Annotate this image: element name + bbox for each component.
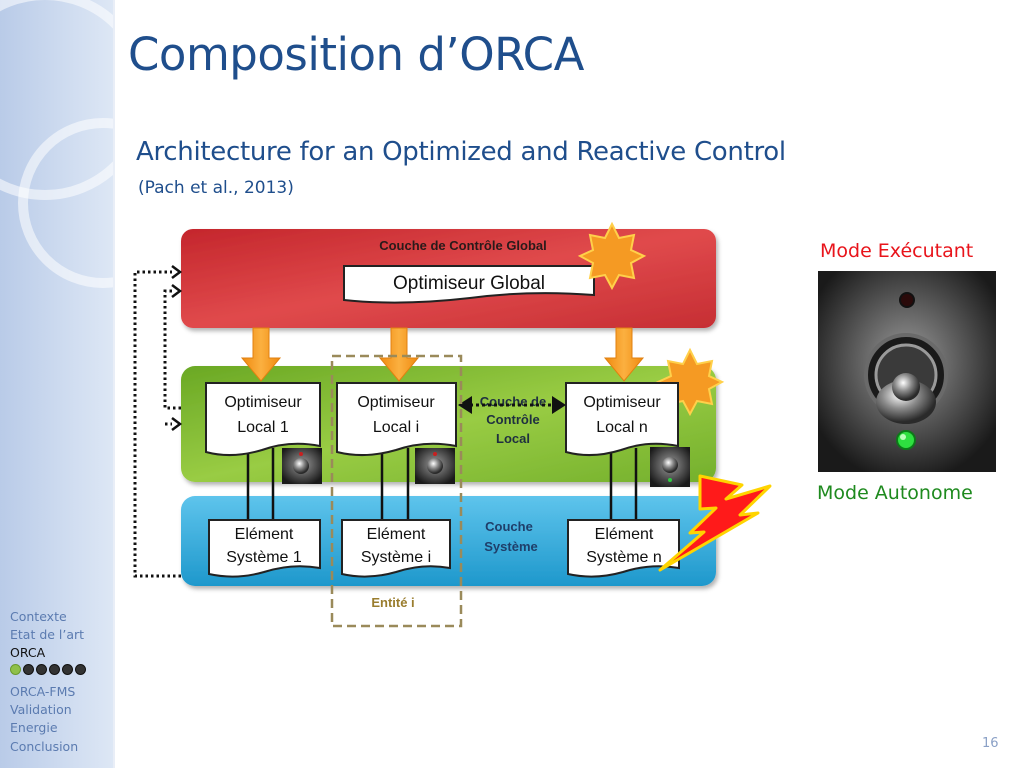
connector-lines [246,448,638,524]
local-optimizer-i-line1: Optimiseur [357,394,435,411]
nav-item-etat-de-l-art[interactable]: Etat de l’art [10,627,85,642]
mode-executing-label: Mode Exécutant [820,240,974,262]
local-communication-arrow [458,396,566,414]
nav-item-orca[interactable]: ORCA [10,645,46,660]
progress-dot [62,664,73,675]
entity-label: Entité i [371,595,414,610]
lightning-bolt-icon [658,474,772,572]
page-number: 16 [982,736,999,751]
progress-dot [10,664,21,675]
local-optimizer-n-line1: Optimiseur [583,394,661,411]
system-element-i: Elément Système i [341,519,451,578]
system-element-1-line1: Elément [235,526,294,543]
sidebar-border [113,0,115,768]
toggle-switch-icon [415,448,455,484]
progress-dot [49,664,60,675]
local-layer-label-line1: Couche de [480,394,546,409]
down-arrow-icon [240,327,282,382]
system-element-n-line1: Elément [595,526,654,543]
entity-boundary [330,354,463,628]
local-optimizer-i-line2: Local i [373,419,419,436]
progress-dot [23,664,34,675]
large-toggle-switch-icon [818,271,996,472]
feedback-arrowheads [171,265,183,431]
local-optimizer-n-line2: Local n [596,419,648,436]
system-element-i-line1: Elément [367,526,426,543]
slide-title: Composition d’ORCA [128,28,584,81]
progress-dots [10,664,86,675]
nav-item-energie[interactable]: Energie [10,720,58,735]
local-optimizer-1: Optimiseur Local 1 [205,382,321,456]
slide-subtitle: Architecture for an Optimized and Reacti… [136,137,786,167]
system-layer-label-line2: Système [484,539,537,554]
system-element-n: Elément Système n [567,519,680,578]
nav-item-contexte[interactable]: Contexte [10,609,67,624]
local-layer-label-line3: Local [496,431,530,446]
down-arrow-icon [603,327,645,382]
nav-item-conclusion[interactable]: Conclusion [10,739,79,754]
global-optimizer: Optimiseur Global [343,265,595,304]
system-layer-label-line1: Couche [485,519,533,534]
citation: (Pach et al., 2013) [138,178,294,198]
local-layer-label-line2: Contrôle [486,412,539,427]
local-optimizer-1-line2: Local 1 [237,419,289,436]
toggle-switch-icon [650,447,690,487]
system-element-n-line2: Système n [586,549,662,566]
progress-dot [36,664,47,675]
local-optimizer-1-line1: Optimiseur [224,394,302,411]
feedback-loops [133,270,181,578]
local-optimizer-n: Optimiseur Local n [565,382,679,456]
system-element-i-line2: Système i [361,549,431,566]
toggle-switch-icon [282,448,322,484]
global-layer-label: Couche de Contrôle Global [379,238,547,253]
star-global-icon [577,221,647,291]
sidebar [0,0,113,768]
mode-autonomous-label: Mode Autonome [817,482,973,504]
nav-item-orca-fms[interactable]: ORCA-FMS [10,684,76,699]
global-optimizer-label: Optimiseur Global [393,273,545,294]
system-element-1: Elément Système 1 [208,519,321,578]
down-arrow-icon [378,327,420,382]
local-optimizer-i: Optimiseur Local i [336,382,457,456]
nav-item-validation[interactable]: Validation [10,702,72,717]
progress-dot [75,664,86,675]
system-element-1-line2: Système 1 [226,549,302,566]
